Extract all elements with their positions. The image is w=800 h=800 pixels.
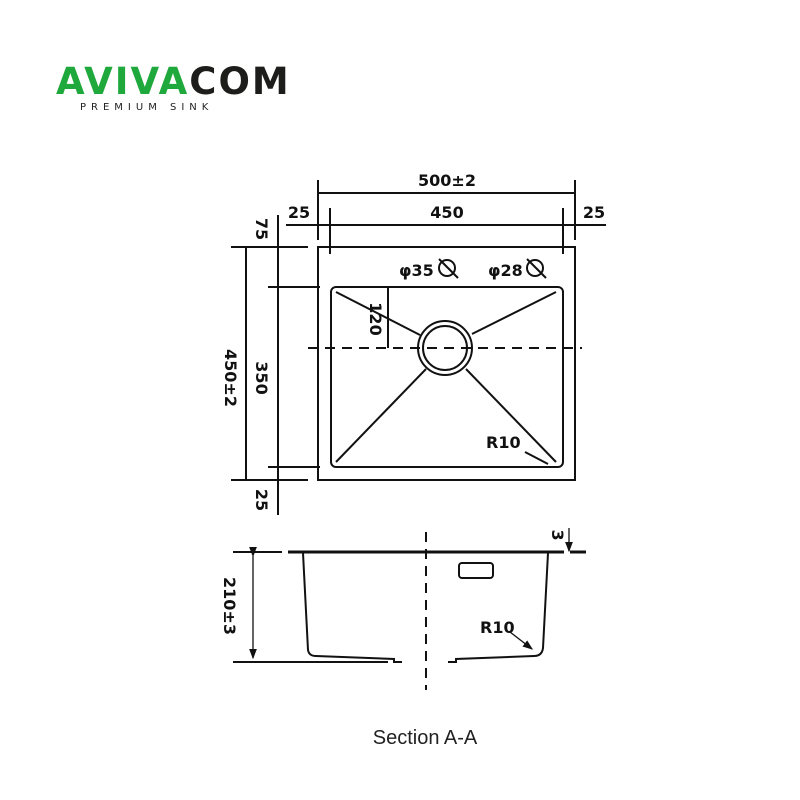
logo-dark-text: COM (189, 60, 291, 103)
drain-outer (417, 320, 473, 376)
section-radius-label: R10 (480, 618, 515, 637)
section-view: 210±3 3 R10 (220, 528, 586, 690)
hole2-label: φ28 (488, 261, 523, 280)
sink-outline (317, 246, 576, 481)
hole1-icon (438, 258, 459, 279)
left-margin-label: 25 (288, 203, 310, 222)
hole2-icon (526, 258, 547, 279)
brand-logo: AVIVACOM PREMIUM SINK (56, 62, 291, 114)
slope-lines (335, 291, 557, 463)
drain-inner (422, 325, 468, 371)
logo-wordmark: AVIVACOM (56, 62, 291, 102)
radius-label: R10 (486, 433, 521, 452)
logo-tagline: PREMIUM SINK (80, 102, 214, 113)
thickness-label: 3 (548, 529, 567, 540)
bottom-margin-label: 25 (252, 489, 271, 511)
hole1-label: φ35 (399, 261, 434, 280)
top-margin-label: 75 (252, 218, 271, 240)
radius-leader (524, 451, 549, 465)
right-margin-label: 25 (583, 203, 605, 222)
logo-green-text: AVIVA (56, 60, 190, 103)
overall-width-label: 500±2 (418, 171, 476, 190)
overall-depth-label: 450±2 (221, 349, 240, 407)
depth-label: 210±3 (220, 577, 239, 635)
section-caption: Section A-A (372, 727, 478, 749)
inner-depth-label: 350 (252, 361, 271, 394)
dimension-lines (231, 180, 606, 515)
inner-width-label: 450 (430, 203, 463, 222)
top-view: 500±2 450 25 25 75 350 450±2 25 120 φ35 … (221, 171, 606, 515)
basin-outline (330, 286, 564, 468)
section-radius-arrow (509, 631, 534, 650)
drain-offset-label: 120 (366, 302, 385, 335)
